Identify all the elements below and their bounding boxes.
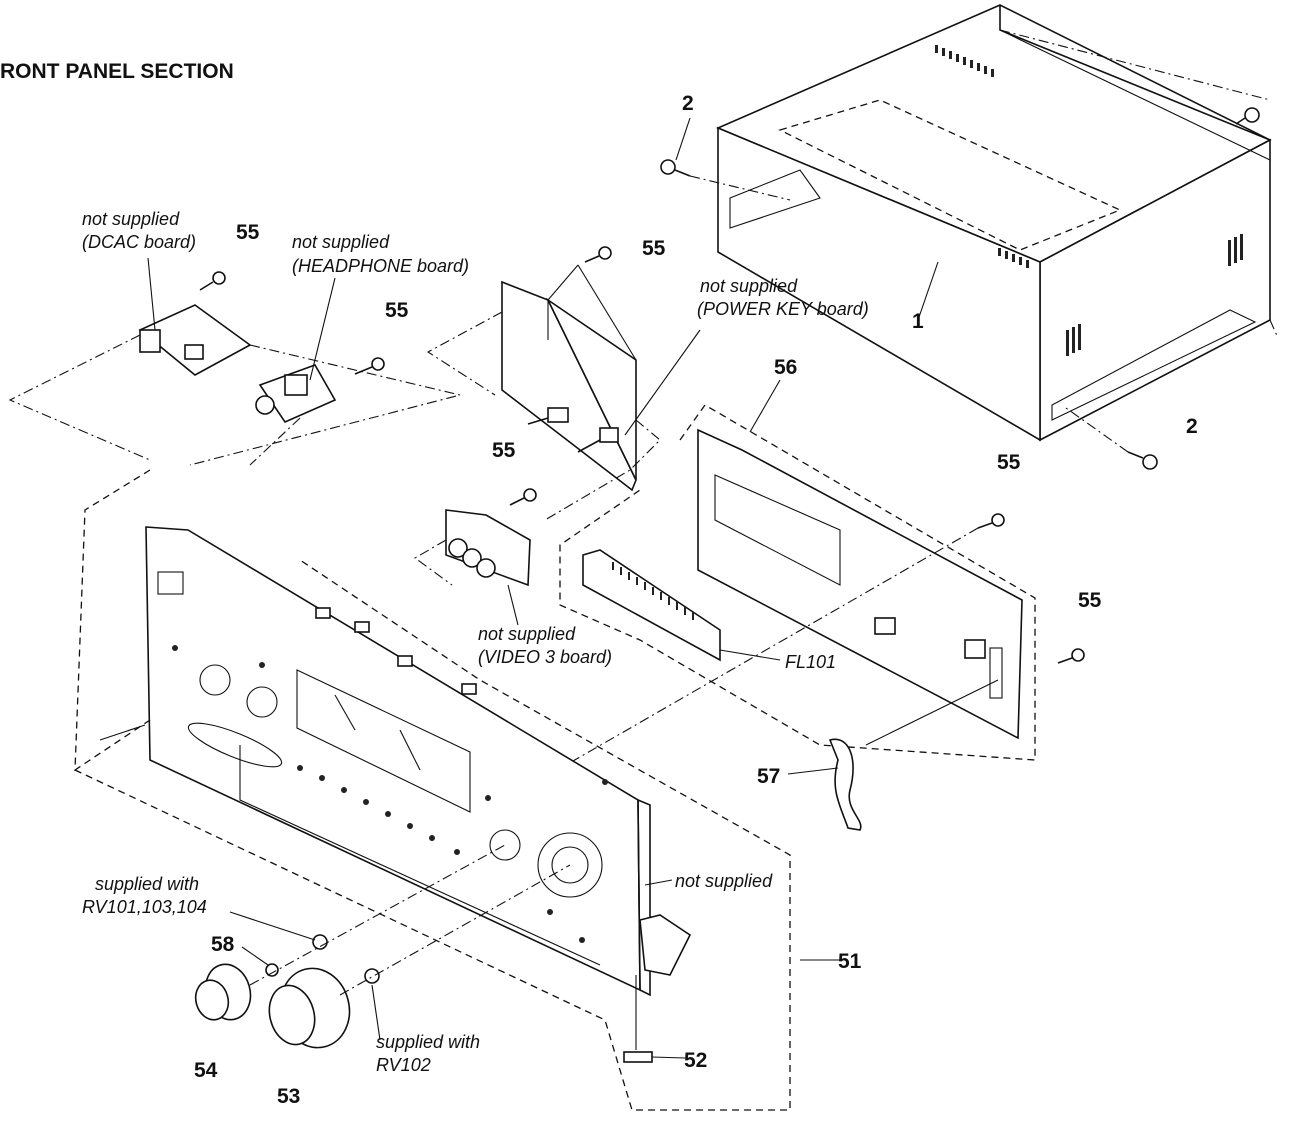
fl101-tube	[582, 549, 721, 662]
callout-51: 51	[838, 950, 862, 973]
callout-56: 56	[774, 356, 797, 379]
screw-55-right	[1071, 648, 1085, 662]
callout-55-dcac: 55	[236, 221, 260, 244]
callout-55-right: 55	[1078, 589, 1102, 612]
note-video3-2: (VIDEO 3 board)	[478, 647, 612, 667]
note-rv102-1: supplied with	[376, 1032, 480, 1052]
power-key-board	[501, 246, 637, 492]
callout-52: 52	[684, 1049, 707, 1072]
screw-2-top	[660, 159, 791, 201]
front-panel	[145, 526, 651, 997]
note-video3-1: not supplied	[478, 624, 576, 644]
screw-55-display	[991, 513, 1005, 527]
screw-top-right	[1235, 107, 1260, 125]
callout-2-top: 2	[682, 92, 694, 115]
video3-board	[445, 488, 537, 587]
washer-rv102	[364, 968, 380, 984]
headphone-board	[255, 357, 385, 424]
callout-58: 58	[211, 933, 235, 956]
display-board	[697, 428, 1023, 740]
dcac-board	[138, 271, 252, 376]
note-fl101: FL101	[785, 652, 836, 672]
note-powerkey-2: (POWER KEY board)	[697, 299, 869, 319]
note-panel: not supplied	[675, 871, 773, 891]
top-cover	[715, 4, 1272, 442]
note-rv101-1: supplied with	[95, 874, 199, 894]
knob-54	[194, 963, 252, 1021]
screw-2-right	[1065, 407, 1158, 470]
callout-54: 54	[194, 1059, 218, 1082]
callout-55-display: 55	[997, 451, 1021, 474]
callout-1: 1	[912, 310, 924, 333]
note-rv101-2: RV101,103,104	[82, 897, 207, 917]
callout-53: 53	[277, 1085, 300, 1108]
callout-55-powerkey: 55	[642, 237, 666, 260]
note-dcac-1: not supplied	[82, 209, 180, 229]
callout-55-headphone: 55	[385, 299, 409, 322]
callout-57: 57	[757, 765, 780, 788]
callout-2-right: 2	[1186, 415, 1198, 438]
ribbon-cable	[828, 738, 862, 831]
washer-rv101	[312, 934, 328, 950]
note-rv102-2: RV102	[376, 1055, 431, 1075]
washer-58	[265, 963, 279, 977]
callout-55-video3: 55	[492, 439, 516, 462]
knob-53	[268, 967, 351, 1049]
section-title: RONT PANEL SECTION	[0, 60, 234, 83]
note-dcac-2: (DCAC board)	[82, 232, 196, 252]
note-headphone-2: (HEADPHONE board)	[292, 256, 469, 276]
note-powerkey-1: not supplied	[700, 276, 798, 296]
note-headphone-1: not supplied	[292, 232, 390, 252]
